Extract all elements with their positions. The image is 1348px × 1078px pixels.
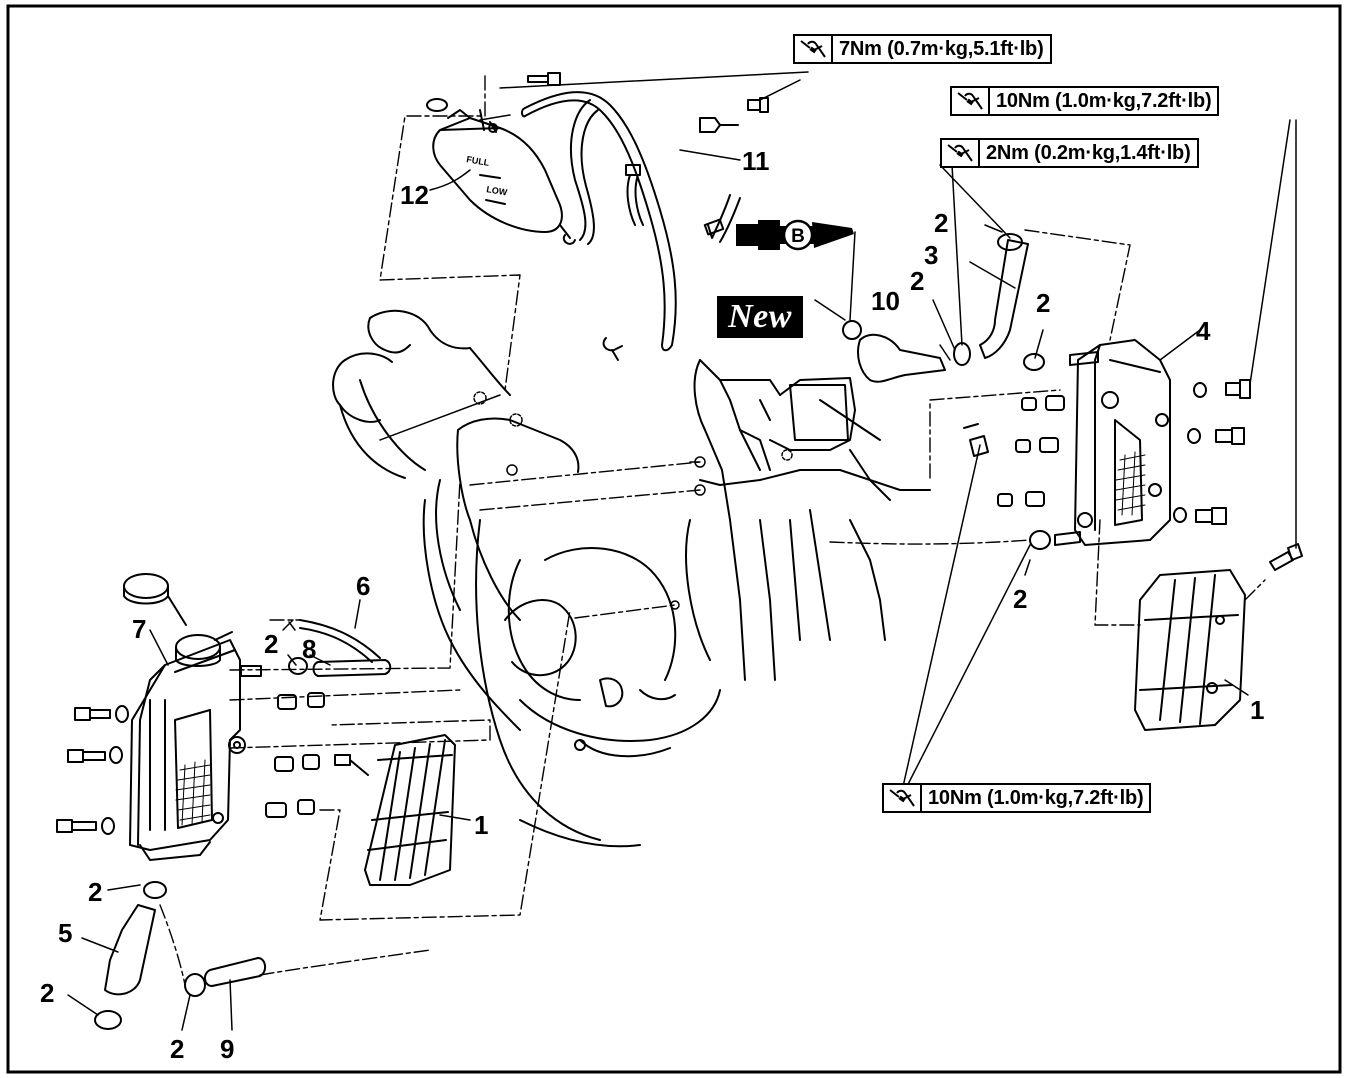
leader-lines: [67, 71, 1297, 1031]
right-radiator: [1054, 339, 1171, 546]
breather-hose: [521, 91, 677, 361]
torque-spec-10nm-upper: 10Nm (1.0m·kg,7.2ft·lb): [950, 86, 1220, 116]
cable-tie: [703, 194, 741, 243]
torque-wrench-icon: [952, 88, 990, 114]
lubricant-letter: B: [791, 226, 805, 247]
callout-5: 5: [58, 918, 73, 948]
callout-8: 8: [302, 634, 317, 664]
fasteners-misc: [282, 391, 793, 631]
right-radiator-bolts: [963, 379, 1303, 571]
left-radiator-bolts: [56, 665, 369, 835]
new-part-badge: New: [717, 296, 803, 338]
callout-2: 2: [910, 266, 925, 296]
callout-2: 2: [88, 877, 103, 907]
hose-9: [204, 957, 266, 987]
torque-value: 7Nm (0.7m·kg,5.1ft·lb): [839, 37, 1044, 60]
callout-2: 2: [264, 629, 279, 659]
torque-spec-7nm: 7Nm (0.7m·kg,5.1ft·lb): [793, 34, 1052, 64]
torque-wrench-icon: [942, 140, 980, 166]
torque-spec-10nm-lower: 10Nm (1.0m·kg,7.2ft·lb): [882, 783, 1152, 813]
callout-9: 9: [220, 1034, 235, 1064]
motorcycle-frame-outline: [332, 309, 931, 848]
callout-7: 7: [132, 614, 147, 644]
callout-12: 12: [400, 180, 429, 210]
callout-10: 10: [871, 286, 900, 316]
callout-2: 2: [40, 978, 55, 1008]
hose-8: [312, 659, 392, 677]
hose-6: [299, 619, 381, 663]
callout-1-right: 1: [1250, 695, 1265, 725]
tank-full-label: FULL: [466, 154, 491, 168]
torque-value: 2Nm (0.2m·kg,1.4ft·lb): [986, 141, 1191, 164]
callout-3: 3: [924, 240, 939, 270]
torque-spec-2nm: 2Nm (0.2m·kg,1.4ft·lb): [940, 138, 1199, 168]
callout-4: 4: [1196, 316, 1211, 346]
callout-11: 11: [742, 146, 770, 176]
right-radiator-cover: [1134, 569, 1246, 731]
pipe-10: [857, 333, 946, 383]
torque-value: 10Nm (1.0m·kg,7.2ft·lb): [996, 89, 1212, 112]
hose-5: [104, 904, 156, 996]
radiator-core-grid: [175, 451, 1146, 826]
callout-1-left: 1: [474, 810, 489, 840]
callout-6: 6: [356, 571, 371, 601]
left-radiator: [123, 573, 246, 861]
callout-2: 2: [170, 1034, 185, 1064]
coolant-reservoir-tank: [426, 98, 576, 245]
callout-2: 2: [1036, 288, 1051, 318]
hose-clamps: [94, 233, 1051, 1030]
lubricant-b-icon: B: [736, 219, 854, 251]
tank-low-label: LOW: [486, 184, 509, 198]
callout-2: 2: [934, 208, 949, 238]
assembly-lines: [159, 75, 1266, 986]
torque-value: 10Nm (1.0m·kg,7.2ft·lb): [928, 786, 1144, 809]
hose-3: [979, 239, 1029, 359]
torque-wrench-icon: [795, 36, 833, 62]
top-bolts: [527, 72, 769, 133]
torque-wrench-icon: [884, 785, 922, 811]
left-radiator-cover: [364, 734, 456, 886]
callout-2: 2: [1013, 584, 1028, 614]
